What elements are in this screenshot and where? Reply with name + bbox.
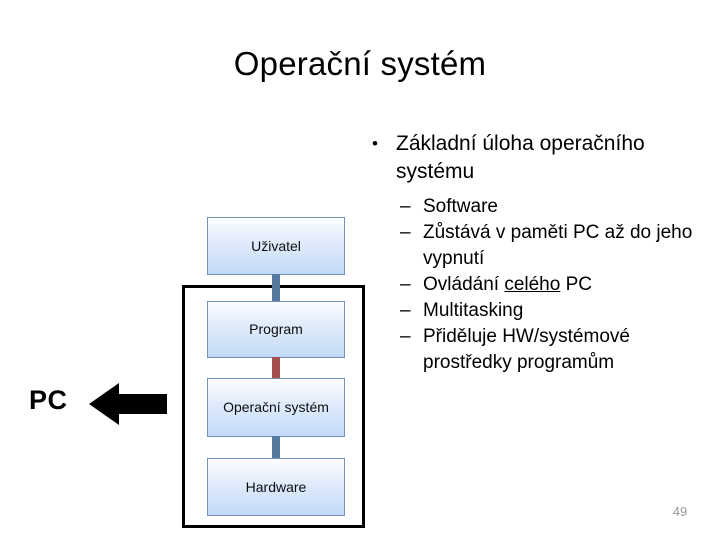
bullet-text-pre: Ovládání bbox=[423, 274, 505, 295]
bullet-marker: – bbox=[400, 222, 411, 243]
bullet-level1: • Základní úloha operačního systému bbox=[372, 130, 702, 186]
page-number: 49 bbox=[672, 504, 688, 519]
pc-label: PC bbox=[29, 385, 68, 415]
bullet-level2-ovladani: – Ovládání celého PC bbox=[400, 272, 702, 298]
connector-uzivatel-program bbox=[272, 274, 280, 302]
bullet-text: Základní úloha operačního systému bbox=[396, 132, 645, 183]
bullet-level2-software: – Software bbox=[400, 194, 702, 220]
bullet-text-underlined: celého bbox=[504, 274, 561, 295]
bullet-text-post: PC bbox=[560, 274, 593, 295]
os-layer-diagram: Uživatel Program Operační systém Hardwar… bbox=[29, 217, 365, 528]
bullet-level2-prideluje: – Přiděluje HW/systémové prostředky prog… bbox=[400, 324, 702, 376]
diagram-node-operacni-system[interactable]: Operační systém bbox=[207, 378, 345, 437]
bullet-text: Zůstává v paměti PC až do jeho vypnutí bbox=[423, 222, 693, 269]
connector-program-operacni-system bbox=[272, 357, 280, 379]
diagram-node-hardware[interactable]: Hardware bbox=[207, 458, 345, 516]
connector-operacni-system-hardware bbox=[272, 436, 280, 459]
diagram-node-label: Program bbox=[249, 321, 303, 337]
bullet-level2-multitasking: – Multitasking bbox=[400, 298, 702, 324]
bullet-text: Přiděluje HW/systémové prostředky progra… bbox=[423, 326, 630, 373]
bullet-text: Multitasking bbox=[423, 300, 524, 321]
bullet-marker: – bbox=[400, 196, 411, 217]
bullet-text: Ovládání celého PC bbox=[423, 272, 702, 298]
bullet-level2-zustava: – Zůstává v paměti PC až do jeho vypnutí bbox=[400, 220, 702, 272]
diagram-node-label: Operační systém bbox=[223, 399, 329, 415]
page-title: Operační systém bbox=[233, 45, 487, 82]
bullet-marker: • bbox=[372, 134, 378, 153]
diagram-node-program[interactable]: Program bbox=[207, 301, 345, 358]
bullet-list: • Základní úloha operačního systému – So… bbox=[372, 130, 702, 376]
bullet-marker: – bbox=[400, 300, 411, 321]
diagram-node-label: Uživatel bbox=[251, 237, 301, 254]
bullet-text: Software bbox=[423, 196, 498, 217]
bullet-marker: – bbox=[400, 274, 411, 295]
left-arrow-icon bbox=[89, 383, 167, 425]
diagram-node-uzivatel[interactable]: Uživatel bbox=[207, 217, 345, 275]
diagram-node-label: Hardware bbox=[245, 478, 307, 495]
bullet-marker: – bbox=[400, 326, 411, 347]
